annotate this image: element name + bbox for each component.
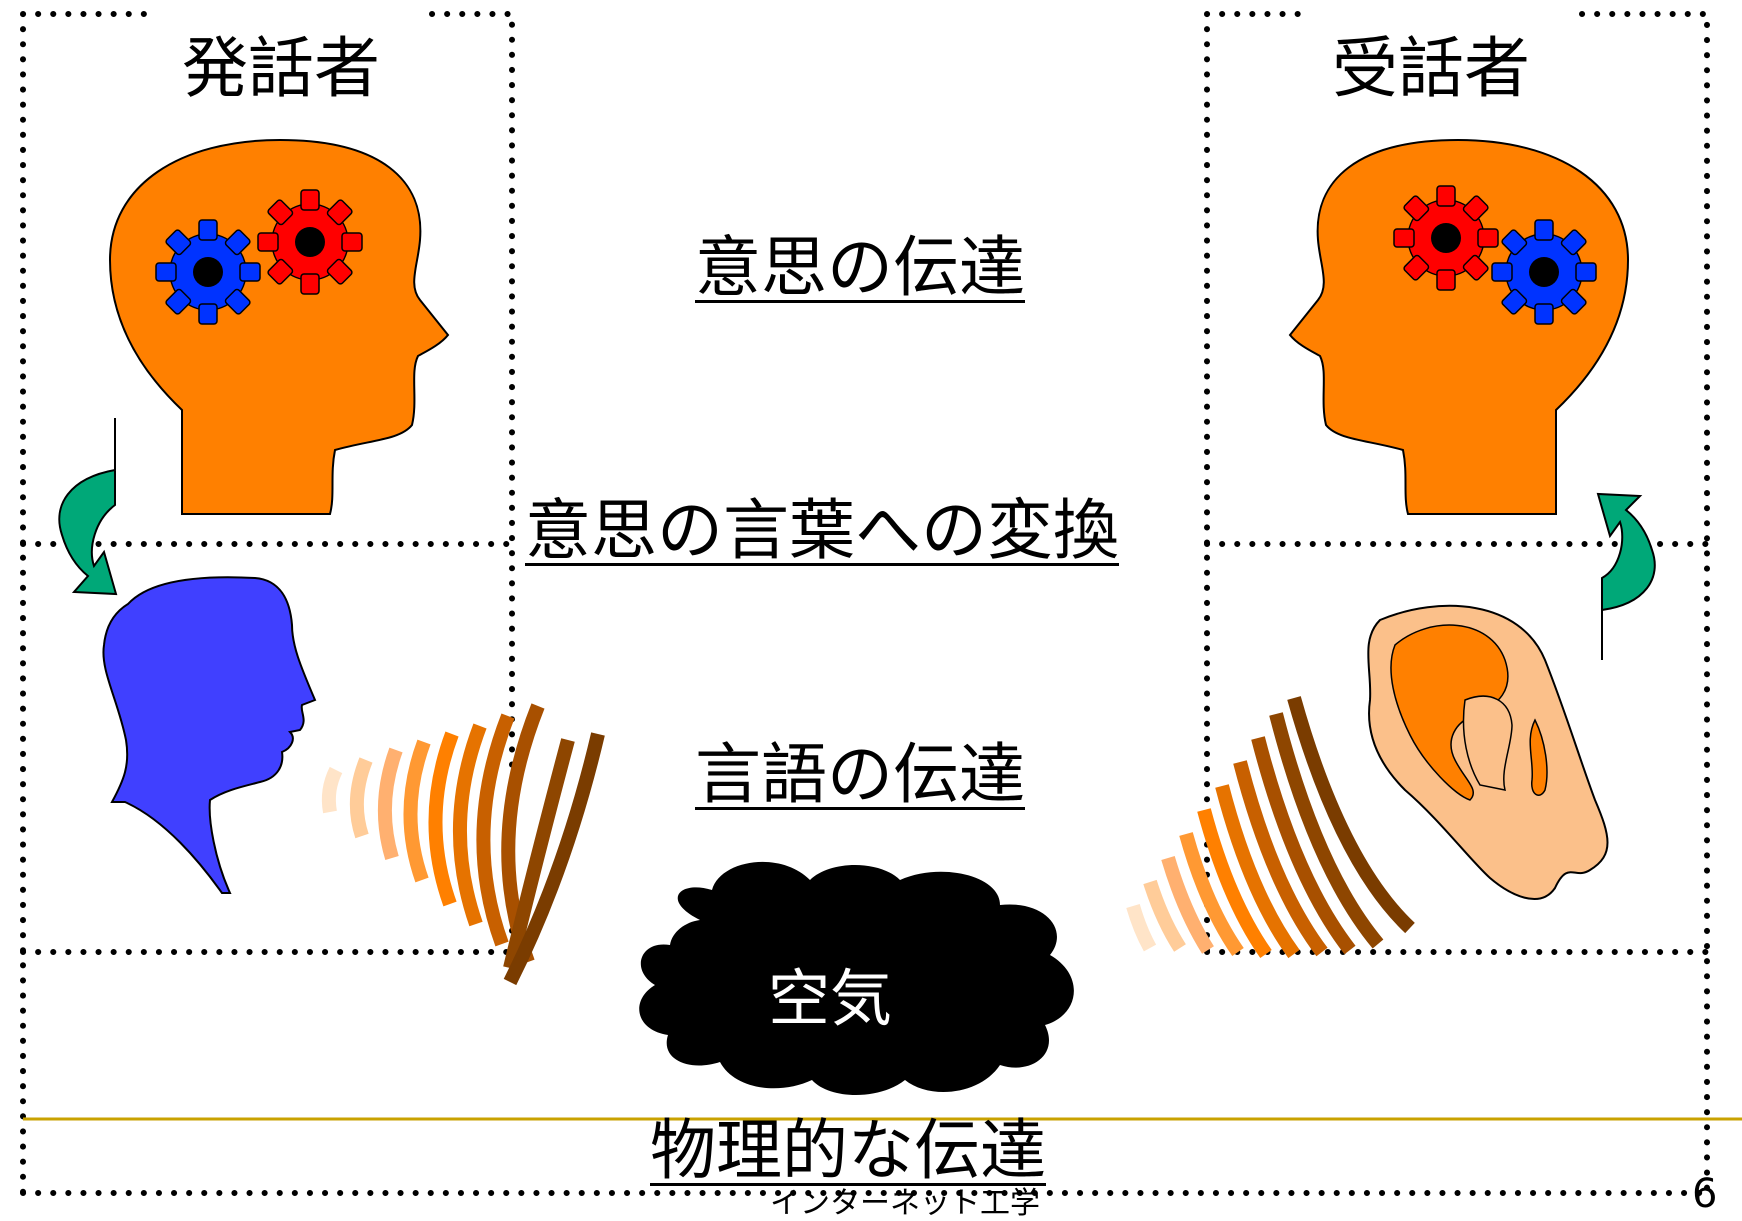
sound-wave-icon <box>321 703 605 986</box>
page-number: 6 <box>1692 1171 1718 1217</box>
blue-gear-icon <box>1491 219 1597 325</box>
listener-frame <box>1204 11 1710 1196</box>
curved-arrow-icon <box>1596 492 1656 660</box>
red-gear-icon <box>1393 185 1499 291</box>
speaker-title: 発話者 <box>182 30 380 107</box>
course-footer: インターネット工学 <box>770 1186 1040 1221</box>
red-gear-icon <box>257 189 363 295</box>
speaker-head-icon <box>108 138 450 515</box>
cloud-icon <box>639 861 1074 1095</box>
physical-transfer-label: 物理的な伝達 <box>650 1112 1046 1189</box>
dotted-frames <box>20 11 1710 1196</box>
language-transfer-label: 言語の伝達 <box>695 736 1025 813</box>
sound-wave-icon <box>1126 696 1415 959</box>
speaker-frame <box>20 11 515 1196</box>
blue-gear-icon <box>155 219 261 325</box>
ear-icon <box>1367 604 1609 900</box>
intent-to-words-label: 意思の言葉への変換 <box>525 492 1119 569</box>
intent-transfer-label: 意思の伝達 <box>695 229 1025 306</box>
listener-title: 受話者 <box>1332 30 1530 107</box>
listener-head-icon <box>1288 138 1630 515</box>
speaking-face-icon <box>102 576 317 894</box>
air-label: 空気 <box>768 962 893 1035</box>
curved-arrow-icon <box>58 418 118 596</box>
